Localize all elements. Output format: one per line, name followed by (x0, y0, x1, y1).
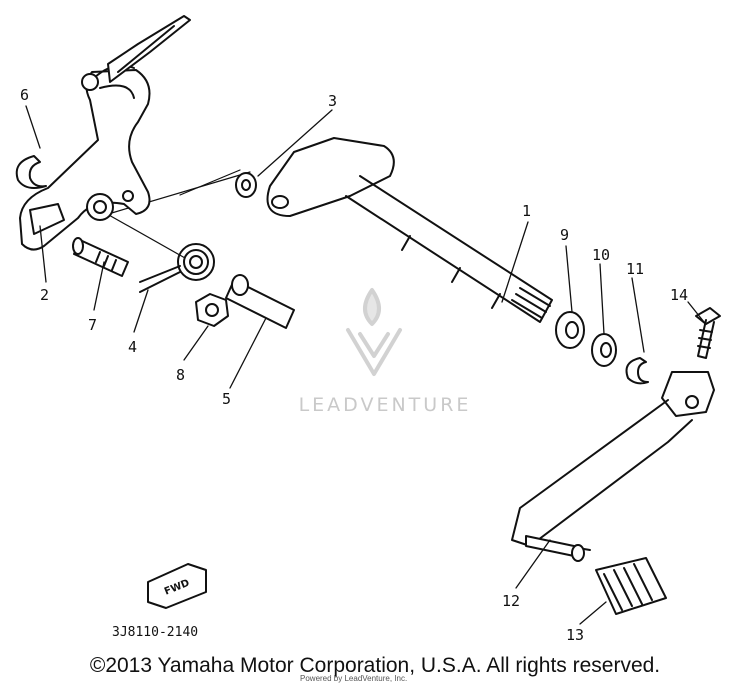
part-9-oil-seal (555, 311, 585, 349)
shift-pawl (81, 15, 191, 91)
callout-13: 13 (566, 626, 584, 644)
callout-6: 6 (20, 86, 29, 104)
part-12-pivot-bolt (525, 535, 585, 562)
part-13-pedal-rubber (595, 557, 667, 615)
callout-14: 14 (670, 286, 688, 304)
callout-leaders (25, 105, 705, 625)
callout-5: 5 (222, 390, 231, 408)
copyright-notice: ©2013 Yamaha Motor Corporation, U.S.A. A… (89, 654, 661, 677)
callout-3: 3 (328, 92, 337, 110)
watermark-text: LEADVENTURE (298, 394, 472, 416)
callout-12: 12 (502, 592, 520, 610)
part-10-washer (591, 333, 617, 367)
part-4-torsion-spring (139, 243, 215, 293)
shift-pedal-lever (511, 371, 715, 551)
watermark-logo-icon (346, 288, 402, 376)
callout-7: 7 (88, 316, 97, 334)
forward-direction-marker: FWD (147, 563, 207, 609)
callout-8: 8 (176, 366, 185, 384)
callout-2: 2 (40, 286, 49, 304)
powered-by-credit: Powered by LeadVenture, Inc. (300, 674, 408, 683)
part-6-circlip (15, 155, 47, 189)
callout-11: 11 (626, 260, 644, 278)
part-3-bushing (235, 172, 257, 198)
callout-10: 10 (592, 246, 610, 264)
diagram-part-code: 3J8110-2140 (112, 625, 198, 640)
callout-9: 9 (560, 226, 569, 244)
part-11-circlip (625, 357, 649, 385)
part-7-stopper-bolt (72, 237, 129, 277)
part-5-collar (225, 274, 295, 329)
part-2-shift-arm (19, 64, 151, 251)
callout-labels: 1 2 3 4 5 6 7 8 9 10 11 14 12 13 (20, 86, 688, 644)
part-1-shift-shaft (266, 137, 553, 323)
callout-1: 1 (522, 202, 531, 220)
part-8-nut (195, 293, 229, 327)
callout-4: 4 (128, 338, 137, 356)
